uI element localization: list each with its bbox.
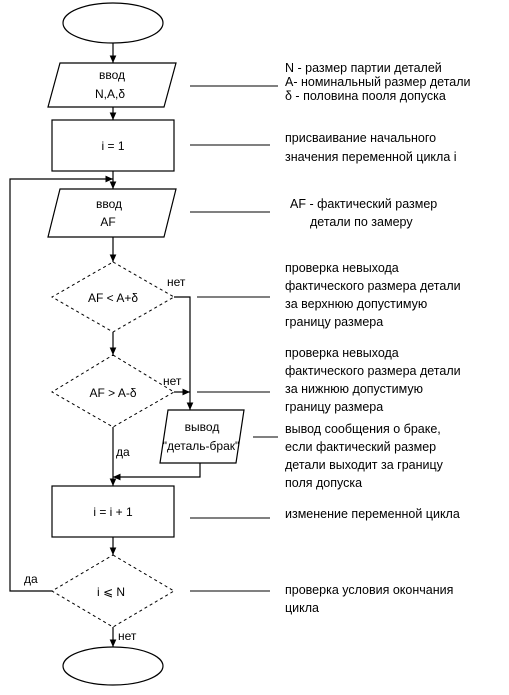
dec1-no-label: нет	[167, 275, 186, 289]
note-dec1-line4: границу размера	[285, 315, 383, 329]
output-block	[159, 409, 245, 464]
arrow-loop-back	[9, 175, 113, 592]
note-increment-line1: изменение переменной цикла	[285, 507, 460, 521]
start-terminator	[62, 2, 164, 44]
note-output-line4: поля допуска	[285, 476, 362, 490]
arrow-output-to-merge	[113, 463, 201, 481]
init-block	[51, 119, 175, 172]
increment-text: i = i + 1	[93, 505, 133, 519]
input2-title: ввод	[96, 197, 122, 211]
decision3-text: i ⩽ N	[97, 585, 125, 599]
note-dec2-line3: за нижнюю допустимую	[285, 382, 423, 396]
note-dec3-line1: проверка условия окончания	[285, 583, 453, 597]
note-dec1-line2: фактического размера детали	[285, 279, 461, 293]
decision1-block	[50, 261, 176, 333]
note-dec2-line2: фактического размера детали	[285, 364, 461, 378]
input1-title: ввод	[99, 68, 125, 82]
note-dec3-line2: цикла	[285, 601, 319, 615]
note-output-line1: вывод сообщения о браке,	[285, 422, 441, 436]
output-title: вывод	[185, 420, 220, 434]
output-text: "деталь-брак"	[163, 439, 240, 453]
note-init-line2: значения переменной цикла i	[285, 150, 457, 164]
note-input2-line2: детали по замеру	[310, 215, 413, 229]
note-input1-line2: A- номинальный размер детали	[285, 75, 471, 89]
input1-block	[47, 62, 177, 108]
decision3-block	[51, 554, 175, 628]
input2-block	[47, 188, 177, 238]
decision1-text: AF < A+δ	[88, 291, 138, 305]
note-output-line3: детали выходит за границу	[285, 458, 444, 472]
decision2-text: AF > A-δ	[89, 386, 136, 400]
note-dec1-line3: за верхнюю допустимую	[285, 297, 427, 311]
note-init-line1: присваивание начального	[285, 131, 436, 145]
dec2-no-label: нет	[163, 374, 182, 388]
increment-block	[51, 485, 175, 538]
note-dec2-line4: границу размера	[285, 400, 383, 414]
note-output-line2: если фактический размер	[285, 440, 436, 454]
note-input2-line1: AF - фактический размер	[290, 197, 437, 211]
decision2-block	[51, 354, 175, 428]
init-text: i = 1	[101, 139, 124, 153]
end-terminator	[62, 646, 164, 686]
note-input1-line3: δ - половина пооля допуска	[285, 89, 446, 103]
note-dec2-line1: проверка невыхода	[285, 346, 399, 360]
dec3-yes-label: да	[24, 572, 38, 586]
input2-var: AF	[100, 215, 115, 229]
dec2-yes-label: да	[116, 445, 130, 459]
note-dec1-line1: проверка невыхода	[285, 261, 399, 275]
arrow-dec1-no-to-output	[174, 296, 194, 410]
dec3-no-label: нет	[118, 629, 137, 643]
note-input1-line1: N - размер партии деталей	[285, 61, 442, 75]
input1-vars: N,A,δ	[95, 87, 125, 101]
connectors	[9, 43, 201, 647]
note-leaders	[190, 85, 278, 592]
